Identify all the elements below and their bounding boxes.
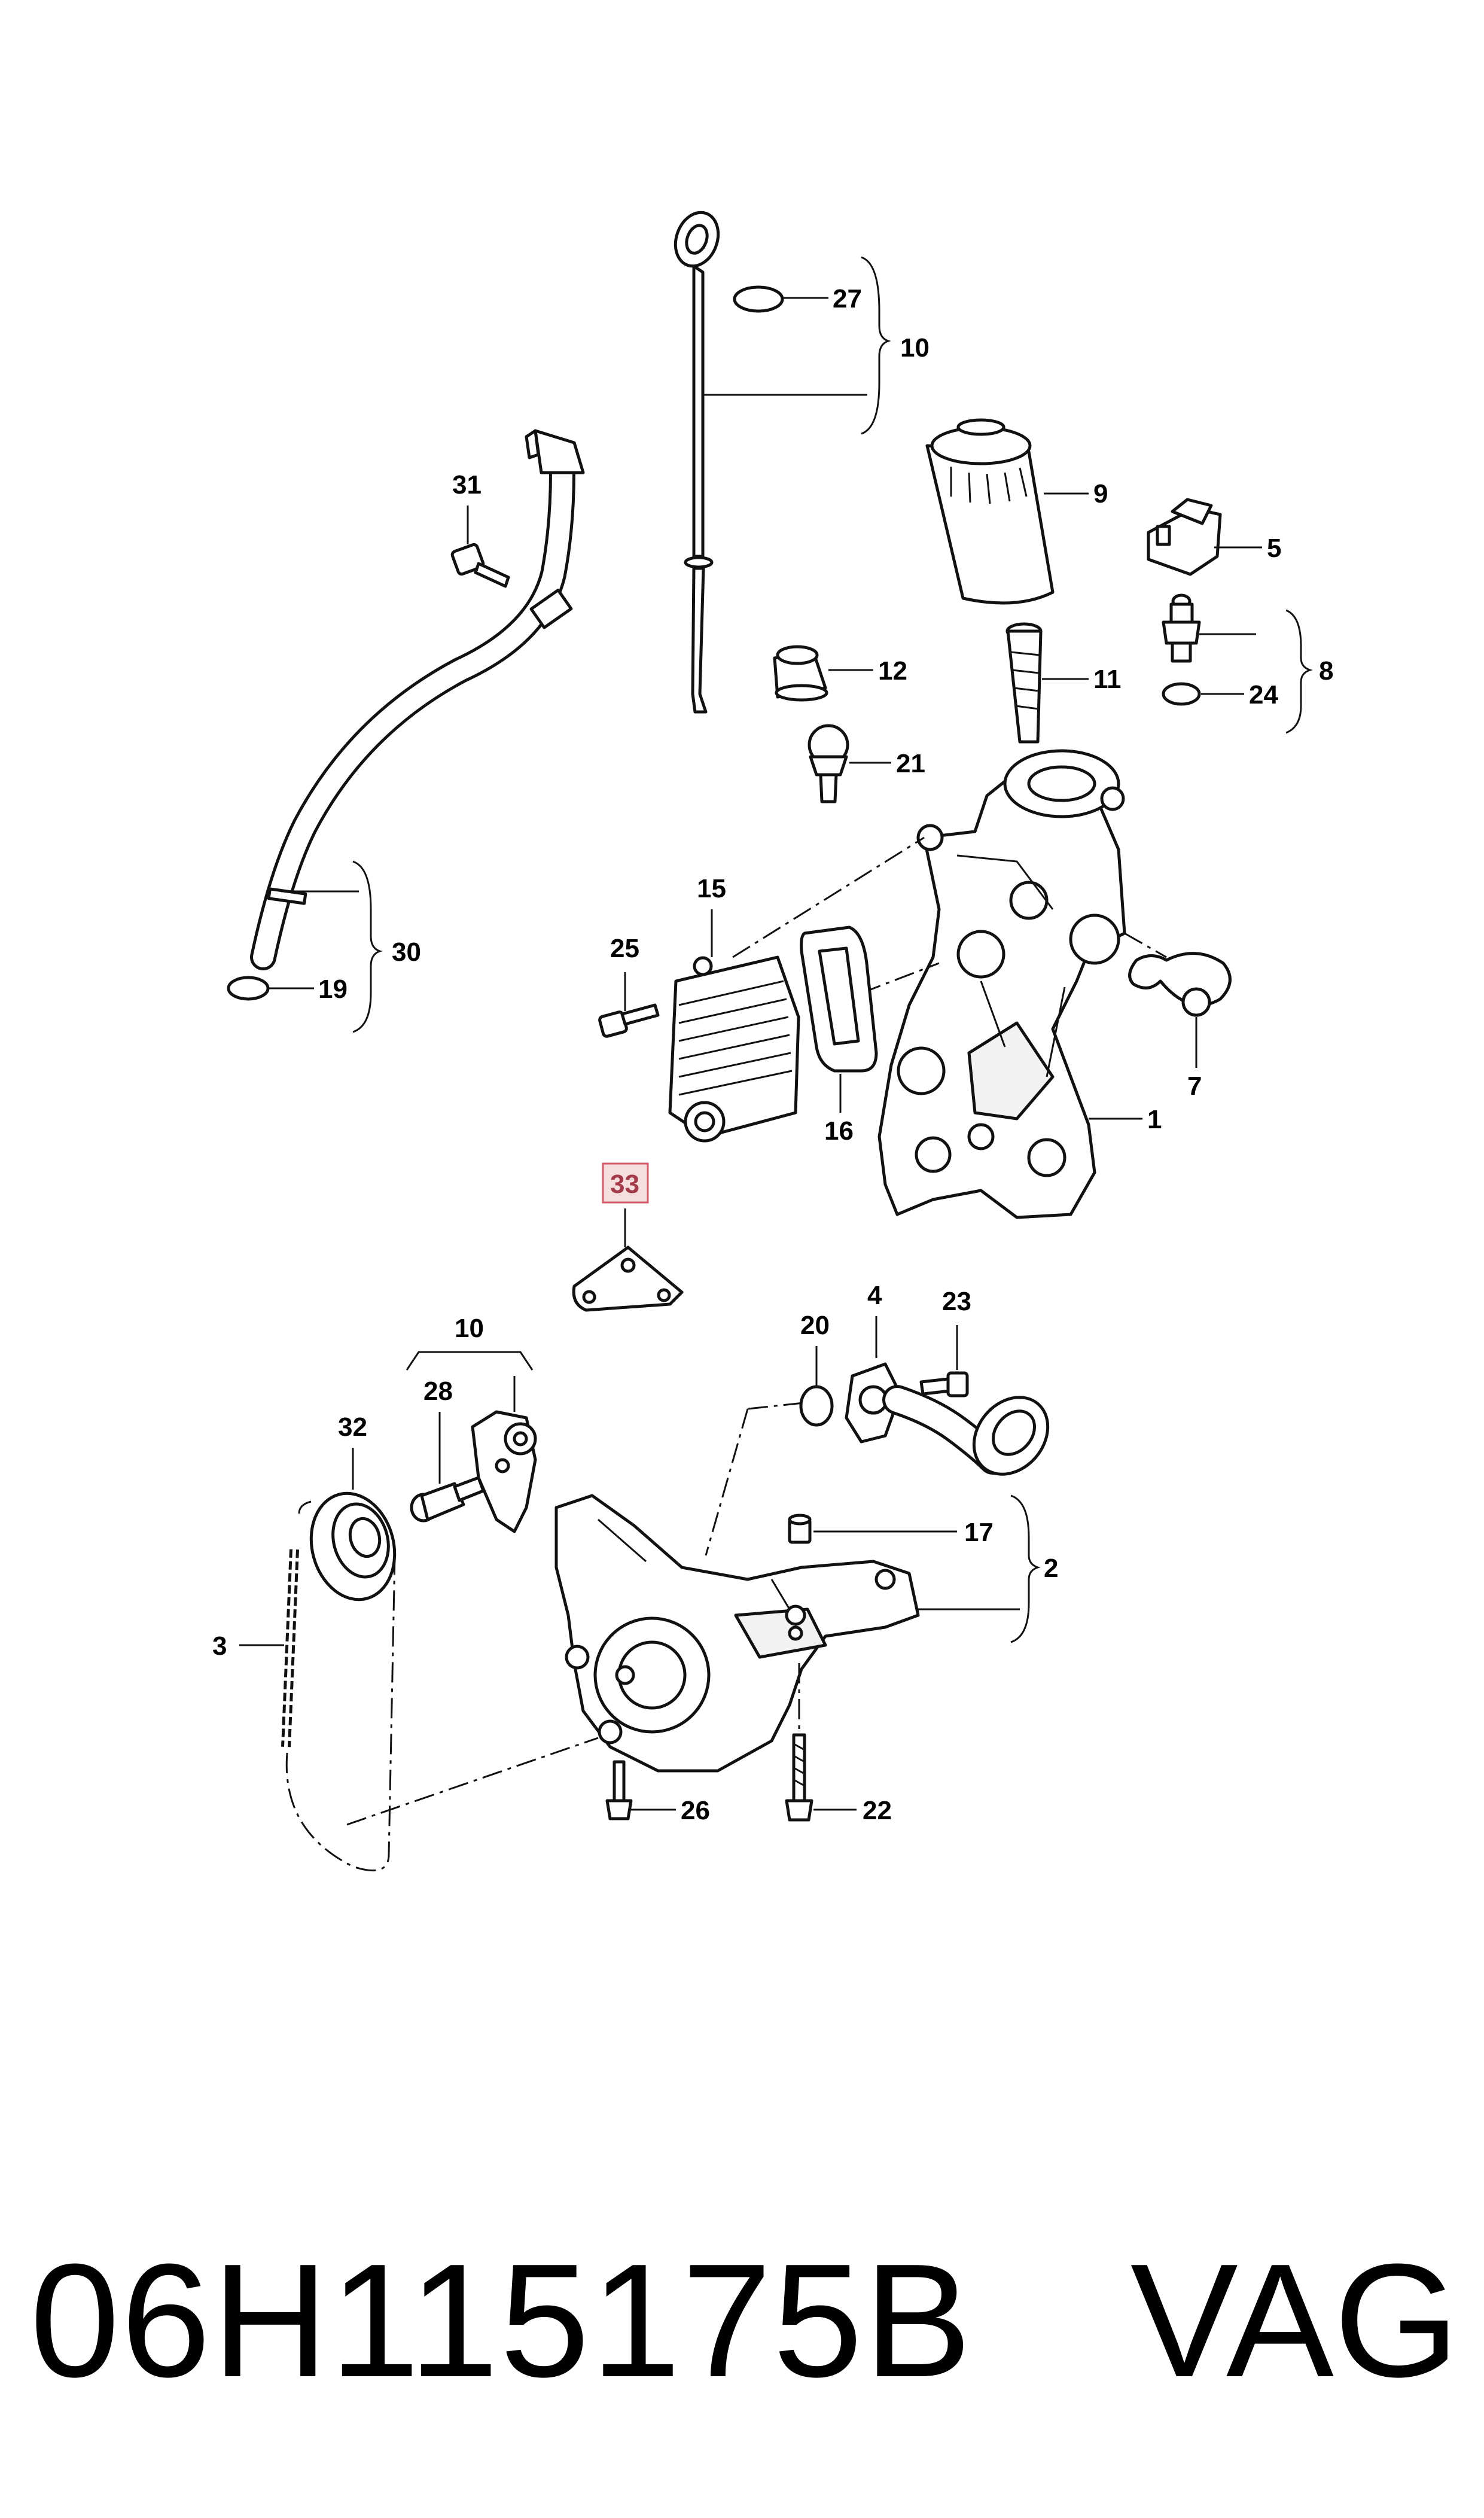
callout-32: 32 [338,1412,367,1442]
callout-24: 24 [1249,680,1278,710]
pipe-stud-11 [1005,622,1043,744]
callout-17: 17 [964,1518,994,1547]
seal-ring-27 [733,285,784,313]
oil-filter-housing-1 [877,749,1126,1219]
callout-33: 33 [610,1170,639,1199]
bolt-31 [450,543,510,588]
callout-22: 22 [863,1796,892,1825]
seal-ring-19 [227,976,270,1001]
callout-21: 21 [896,749,925,778]
callout-20: 20 [800,1311,830,1340]
callout-11: 11 [1093,665,1122,694]
pin-28 [410,1476,485,1523]
callout-33-box [602,1162,649,1204]
callout-30: 30 [392,937,421,967]
bolt-22 [785,1733,813,1822]
brand-name: VAG [1130,2231,1459,2411]
bolt-25-top [598,1003,660,1038]
sprocket-32 [309,1491,397,1601]
ball-stud-21 [807,724,849,803]
callout-15: 15 [697,874,726,903]
callout-28: 28 [423,1377,453,1406]
exploded-parts-diagram: 27 10 9 31 19 30 12 [212,211,1333,1872]
oil-cooler-15 [668,955,800,1143]
gasket-7 [1128,952,1232,1017]
switch-clip-5 [1147,498,1222,576]
oil-pump-2 [554,1494,920,1773]
chain-tensioner [471,1410,537,1533]
callout-10-top: 10 [900,333,930,363]
callout-4: 4 [867,1281,882,1310]
callout-31: 31 [452,470,482,500]
seal-ring-24 [1162,682,1201,706]
plug-12 [773,645,828,702]
callout-12: 12 [878,656,907,686]
callout-23: 23 [942,1287,971,1316]
callout-27: 27 [833,284,862,313]
callout-3: 3 [212,1631,227,1661]
callout-5: 5 [1267,534,1281,563]
gasket-16 [800,925,878,1073]
callout-16: 16 [824,1116,854,1146]
callout-1: 1 [1147,1105,1162,1134]
bolt-23 [919,1371,969,1397]
callout-10-bottom: 10 [455,1314,484,1343]
callout-9: 9 [1093,479,1108,509]
breather-hose [250,429,585,970]
suction-pipe-4 [845,1362,1050,1476]
callout-19: 19 [318,975,348,1004]
footer: 06H115175B VAG [30,2231,1459,2411]
callout-25-top: 25 [610,934,639,963]
bolt-26 [605,1760,633,1820]
oil-pressure-switch-8 [1162,593,1201,663]
dipstick [674,211,720,714]
callout-8: 8 [1319,656,1333,686]
drive-chain-3 [281,1500,396,1872]
callout-2: 2 [1044,1554,1058,1583]
oil-filter [925,418,1055,605]
bracket-33 [572,1246,684,1312]
part-number: 06H115175B [30,2231,973,2411]
sleeve-17 [788,1514,812,1544]
callout-7: 7 [1187,1071,1202,1101]
callout-26: 26 [681,1796,710,1825]
seal-ring-20 [799,1385,834,1427]
